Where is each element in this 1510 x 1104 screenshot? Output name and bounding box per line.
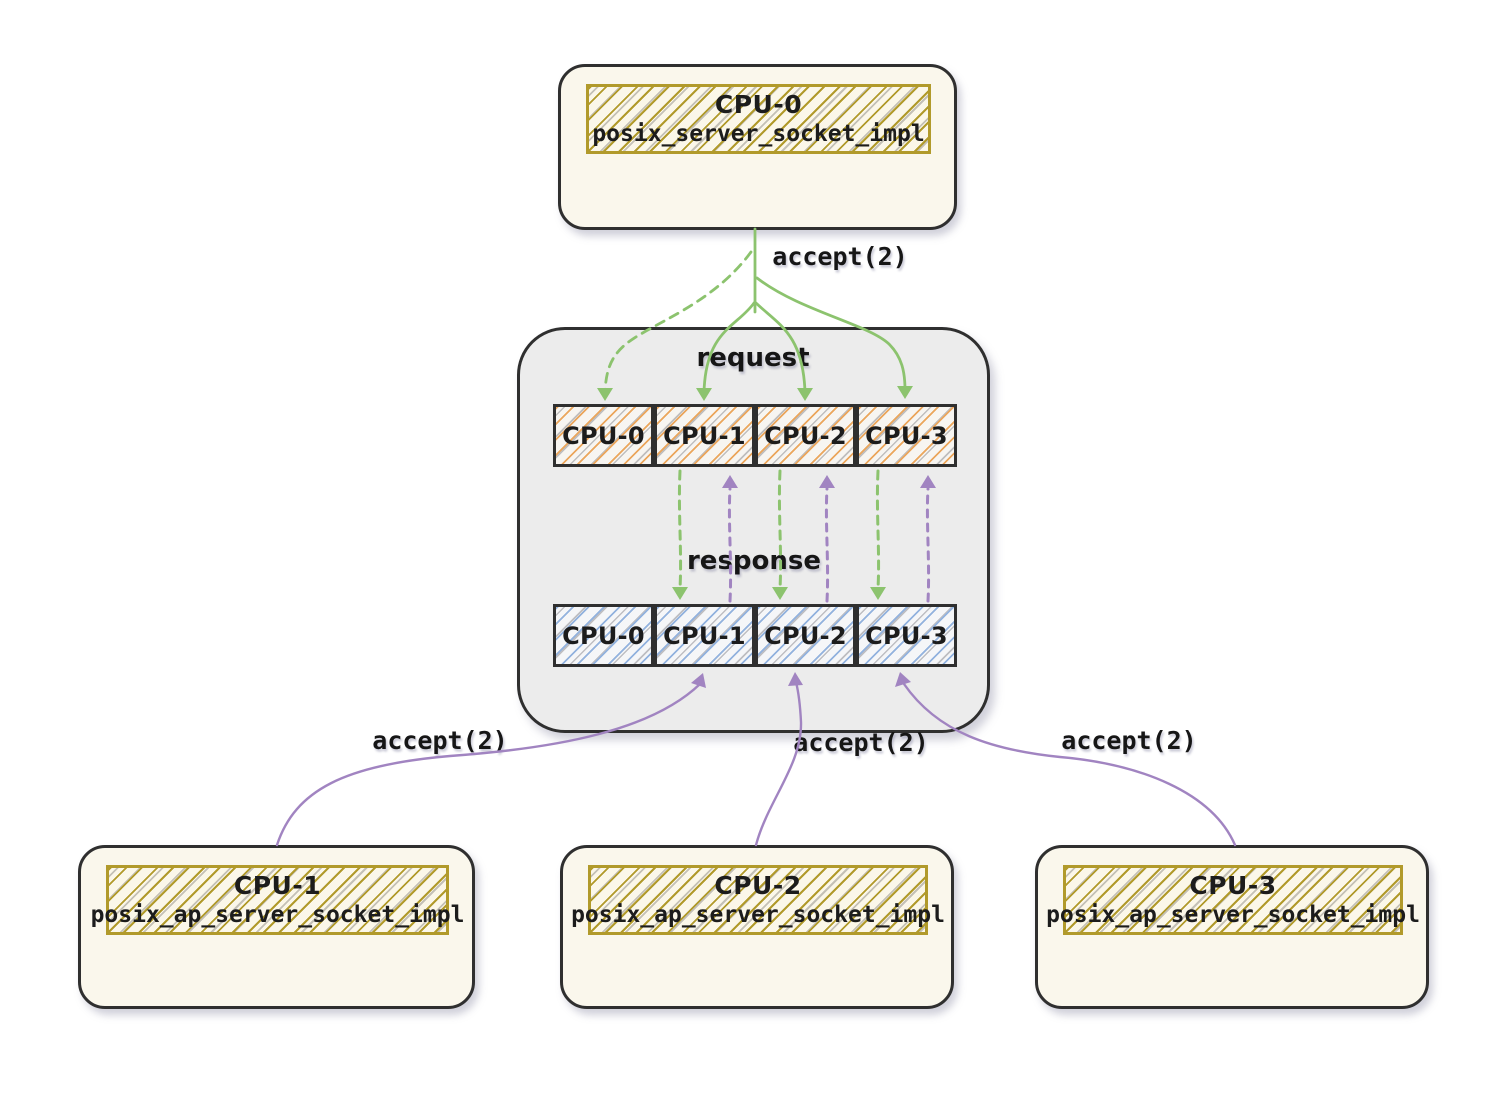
response-queue-cell-cpu3: CPU-3 [856, 604, 957, 667]
node-cpu2-ap-server-socket: CPU-2 posix_ap_server_socket_impl [560, 845, 954, 1009]
node-cpu2-header: CPU-2 posix_ap_server_socket_impl [571, 865, 945, 939]
response-queue-row: CPU-0 CPU-1 CPU-2 CPU-3 [553, 604, 966, 676]
scheduler-container [517, 327, 990, 733]
response-queue-cell-cpu2: CPU-2 [755, 604, 856, 667]
request-label: request [696, 343, 810, 373]
request-queue-cell-cpu1: CPU-1 [654, 404, 755, 467]
node-cpu0-subtitle: posix_server_socket_impl [592, 120, 925, 147]
node-cpu3-subtitle: posix_ap_server_socket_impl [1046, 901, 1420, 928]
accept-top-label: accept(2) [772, 242, 908, 271]
request-queue-cell-cpu3: CPU-3 [856, 404, 957, 467]
node-cpu1-title: CPU-1 [233, 870, 322, 900]
request-queue-cell-cpu0: CPU-0 [553, 404, 654, 467]
response-queue-cell-cpu0: CPU-0 [553, 604, 654, 667]
node-cpu3-title: CPU-3 [1189, 870, 1277, 900]
accept-cpu3-label: accept(2) [1061, 726, 1197, 755]
accept-cpu2-label: accept(2) [793, 728, 929, 757]
node-cpu1-ap-server-socket: CPU-1 posix_ap_server_socket_impl [78, 845, 475, 1009]
node-cpu2-subtitle: posix_ap_server_socket_impl [571, 901, 945, 928]
node-cpu1-subtitle: posix_ap_server_socket_impl [90, 901, 465, 928]
node-cpu3-ap-server-socket: CPU-3 posix_ap_server_socket_impl [1035, 845, 1429, 1009]
node-cpu0-header: CPU-0 posix_server_socket_impl [586, 84, 936, 158]
accept-cpu1-label: accept(2) [372, 726, 508, 755]
request-queue-row: CPU-0 CPU-1 CPU-2 CPU-3 [553, 404, 966, 476]
node-cpu1-header: CPU-1 posix_ap_server_socket_impl [91, 865, 464, 939]
node-cpu0-title: CPU-0 [714, 89, 803, 119]
response-label: response [686, 546, 822, 576]
request-queue-cell-cpu2: CPU-2 [755, 404, 856, 467]
node-cpu3-header: CPU-3 posix_ap_server_socket_impl [1046, 865, 1420, 939]
node-cpu2-title: CPU-2 [714, 870, 802, 900]
response-queue-cell-cpu1: CPU-1 [654, 604, 755, 667]
node-cpu0-server-socket: CPU-0 posix_server_socket_impl [558, 64, 957, 230]
